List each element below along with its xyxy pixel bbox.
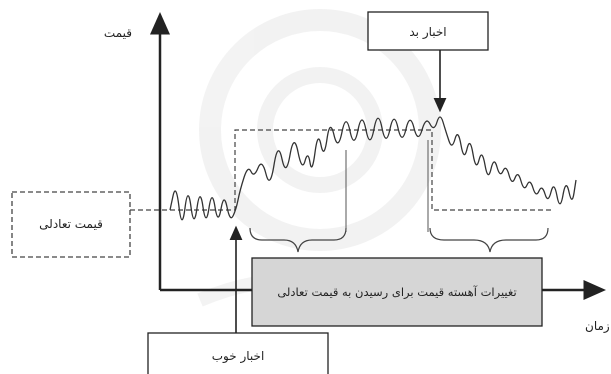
equilibrium-price-box [11,191,131,258]
gradual-change-label: تغییرات آهسته قیمت برای رسیدن به قیمت تع… [277,285,516,300]
gradual-change-box [251,257,543,327]
brace-left [249,227,347,253]
dashed-price-path [130,129,552,211]
good-news-box [147,332,329,374]
y-axis-label: قیمت [104,26,132,40]
x-axis-label: زمان [585,319,610,334]
bad-news-label: اخبار بد [409,25,446,40]
equilibrium-price-label: قیمت تعادلی [39,217,103,231]
price-curve [169,116,577,221]
good-news-label: اخبار خوب [212,349,265,364]
brace-right [429,227,549,253]
bad-news-box [367,11,489,51]
